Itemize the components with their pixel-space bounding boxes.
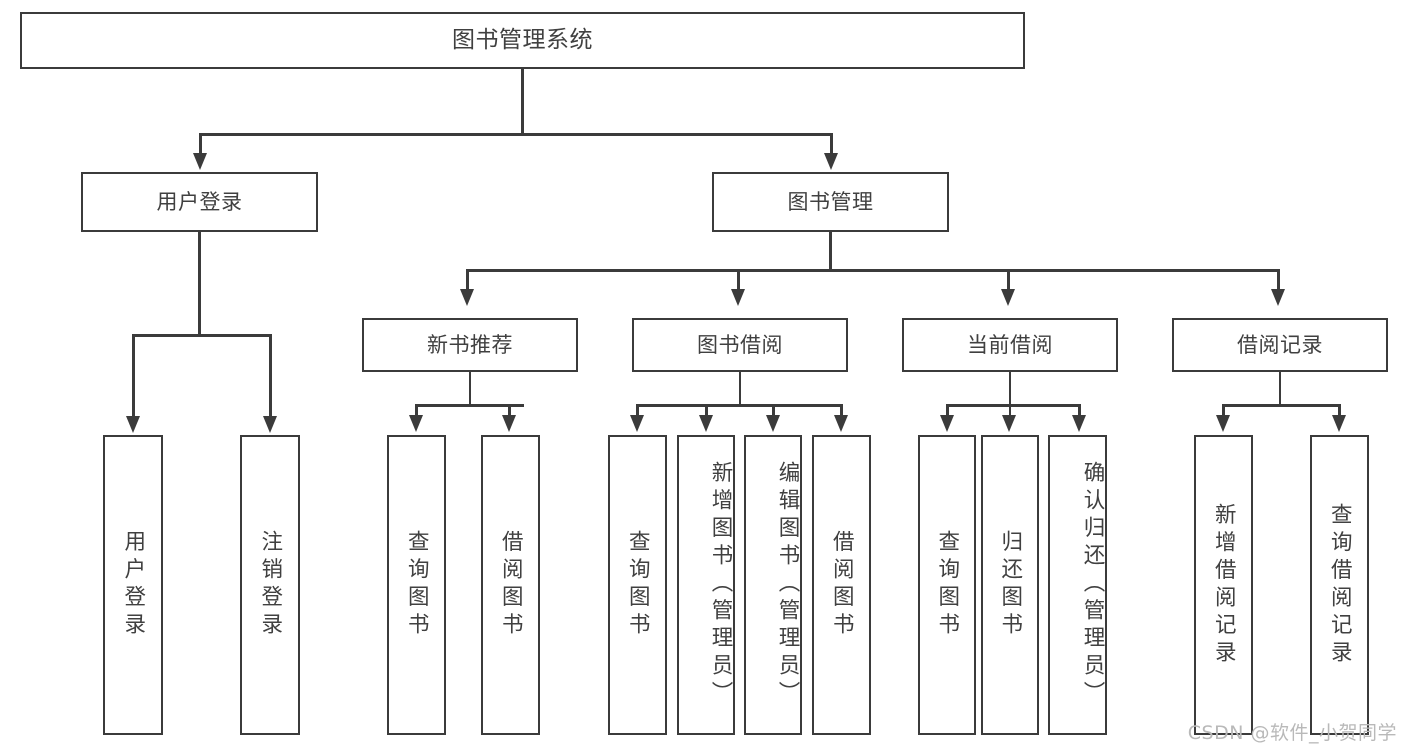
edge-user-login-drop-1 [132,334,135,418]
watermark-csdn: CSDN @软件_小贺同学 [1187,722,1397,744]
node-label: 确认归还（管理员） [1080,461,1105,709]
arrow-to-book-management [823,153,838,170]
arrow-to-leaf-query-book-1 [408,415,423,432]
edge-new-book-bus [415,404,524,407]
edge-root-drop-right [830,133,833,155]
node-label: 注销登录 [257,530,283,640]
arrow-to-leaf-query-book-2 [629,415,644,432]
leaf-confirm-return-admin[interactable]: 确认归还（管理员） [1048,435,1107,735]
node-label: 编辑图书（管理员） [775,461,800,709]
edge-book-borrow-drop-2 [705,404,708,416]
leaf-add-book-admin[interactable]: 新增图书（管理员） [677,435,735,735]
edge-level3-drop-1 [466,269,469,291]
leaf-edit-book-admin[interactable]: 编辑图书（管理员） [744,435,802,735]
node-book-management[interactable]: 图书管理 [712,172,949,232]
edge-root-bus [199,133,832,136]
arrow-to-leaf-confirm-return [1071,415,1086,432]
node-label: 图书管理 [787,189,874,214]
edge-new-book-drop-1 [415,404,418,416]
leaf-query-book-current[interactable]: 查询图书 [918,435,976,735]
leaf-logout[interactable]: 注销登录 [240,435,300,735]
node-label: 新增借阅记录 [1211,502,1237,668]
node-label: 查询借阅记录 [1327,502,1353,668]
arrow-to-leaf-borrow-book-1 [501,415,516,432]
edge-user-login-stem [198,232,201,336]
node-book-borrow[interactable]: 图书借阅 [632,318,848,372]
leaf-query-book-recommend[interactable]: 查询图书 [387,435,446,735]
node-root-book-management-system[interactable]: 图书管理系统 [20,12,1025,69]
edge-level3-bus [466,269,1280,272]
arrow-to-book-borrow [730,289,745,306]
node-label: 新增图书（管理员） [708,461,733,709]
node-label: 借阅记录 [1237,332,1323,357]
edge-borrow-records-drop-1 [1222,404,1225,416]
arrow-to-user-login [192,153,207,170]
edge-book-borrow-drop-1 [636,404,639,416]
leaf-query-borrow-record[interactable]: 查询借阅记录 [1310,435,1369,735]
leaf-user-login[interactable]: 用户登录 [103,435,163,735]
leaf-query-book-borrow[interactable]: 查询图书 [608,435,667,735]
node-borrow-records[interactable]: 借阅记录 [1172,318,1388,372]
edge-current-borrow-drop-2 [1008,404,1012,416]
edge-user-login-drop-2 [269,334,272,418]
edge-current-borrow-stem [1008,372,1012,406]
edge-borrow-records-drop-2 [1338,404,1341,416]
arrow-to-leaf-borrow-book-2 [833,415,848,432]
node-user-login[interactable]: 用户登录 [81,172,318,232]
edge-book-borrow-drop-3 [772,404,775,416]
edge-root-stem [521,69,524,135]
arrow-to-leaf-user-login [125,416,140,433]
node-new-book-recommend[interactable]: 新书推荐 [362,318,578,372]
node-label: 新书推荐 [427,332,513,357]
arrow-to-new-book-recommend [459,289,474,306]
arrow-to-current-borrow [1000,289,1015,306]
edge-root-drop-left [199,133,202,155]
edge-user-login-bus [132,334,269,337]
node-label: 图书管理系统 [452,26,593,53]
edge-current-borrow-drop-3 [1078,404,1081,416]
arrow-to-leaf-logout [262,416,277,433]
arrow-to-borrow-records [1270,289,1285,306]
edge-new-book-stem [468,372,472,406]
edge-current-borrow-drop-1 [946,404,949,416]
leaf-borrow-book-recommend[interactable]: 借阅图书 [481,435,540,735]
edge-level3-drop-4 [1277,269,1280,291]
leaf-return-book[interactable]: 归还图书 [981,435,1039,735]
edge-borrow-records-stem [1278,372,1282,406]
node-label: 查询图书 [625,530,651,640]
edge-book-management-stem [829,232,832,272]
leaf-add-borrow-record[interactable]: 新增借阅记录 [1194,435,1253,735]
edge-book-borrow-drop-4 [840,404,843,416]
node-label: 归还图书 [997,530,1023,640]
arrow-to-leaf-add-book [698,415,713,432]
edge-book-borrow-bus [636,404,842,407]
node-current-borrow[interactable]: 当前借阅 [902,318,1118,372]
arrow-to-leaf-return-book [1002,415,1017,432]
edge-level3-drop-3 [1007,269,1010,291]
arrow-to-leaf-query-book-3 [939,415,954,432]
node-label: 借阅图书 [498,530,524,640]
node-label: 当前借阅 [967,332,1053,357]
leaf-borrow-book[interactable]: 借阅图书 [812,435,871,735]
arrow-to-leaf-query-record [1331,415,1346,432]
node-label: 查询图书 [934,530,960,640]
edge-new-book-drop-2 [508,404,511,416]
edge-current-borrow-bus [946,404,1081,407]
node-label: 用户登录 [120,530,146,640]
edge-borrow-records-bus [1222,404,1340,407]
node-label: 查询图书 [404,530,430,640]
arrow-to-leaf-add-record [1215,415,1230,432]
node-label: 用户登录 [156,189,243,214]
node-label: 图书借阅 [697,332,783,357]
node-label: 借阅图书 [829,530,855,640]
edge-book-borrow-stem [738,372,742,406]
arrow-to-leaf-edit-book [765,415,780,432]
edge-level3-drop-2 [737,269,740,291]
